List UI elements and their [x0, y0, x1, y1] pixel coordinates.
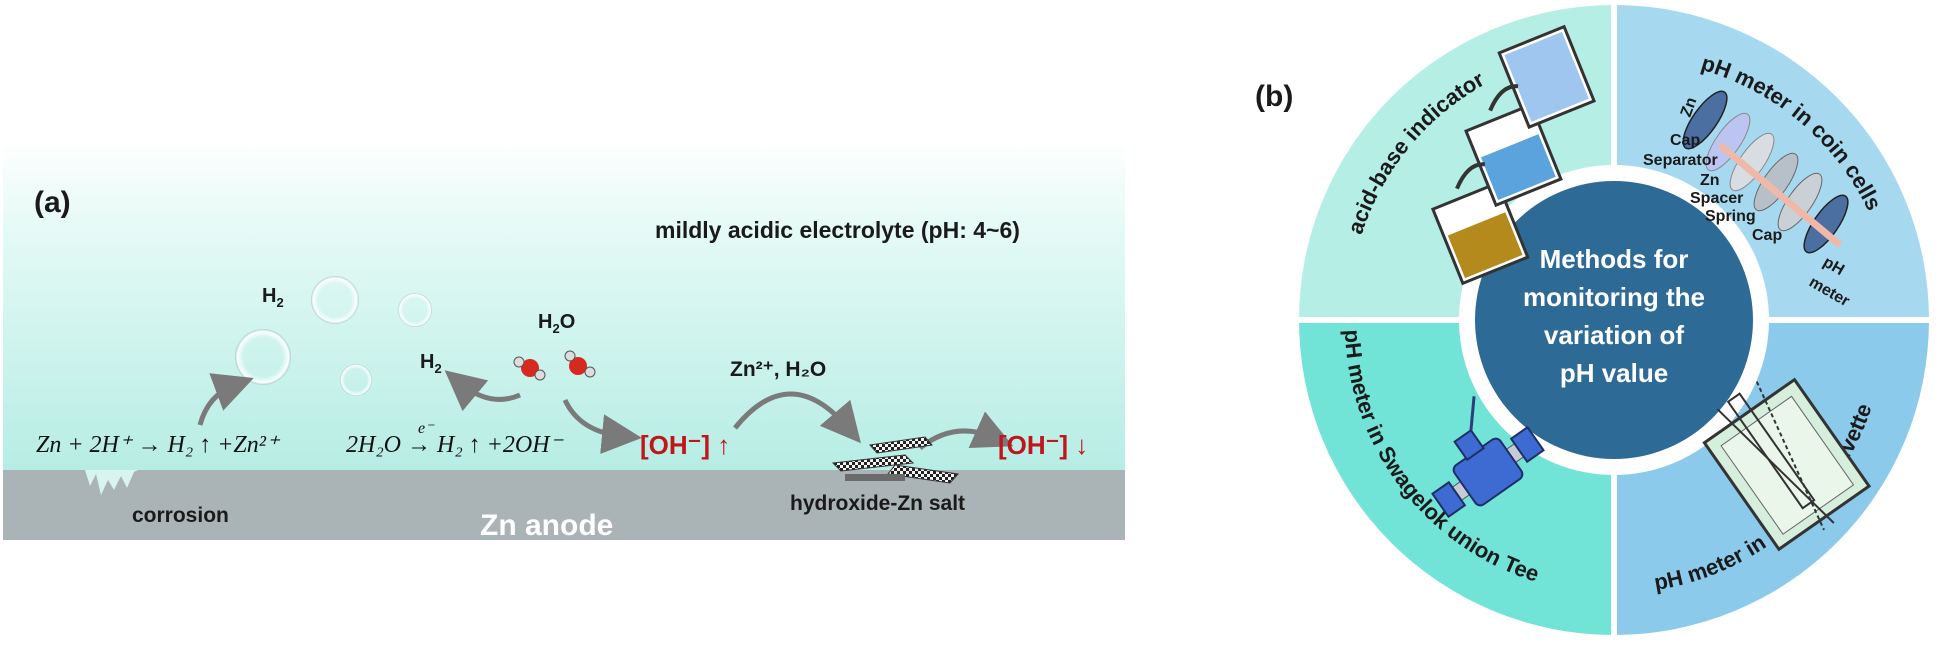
coin-part-zn2: Zn	[1700, 172, 1720, 189]
center-circle	[1475, 181, 1753, 459]
coin-part-cap2: Cap	[1752, 227, 1782, 244]
corrosion-pit	[85, 470, 138, 495]
panel-b: (b) Methods for monitoring the variation…	[1255, 5, 1929, 635]
arrow-to-oh	[562, 398, 642, 455]
arrow-to-salt	[733, 391, 861, 444]
hydroxide-zn-salt	[831, 436, 959, 484]
center-line-2: monitoring the	[1523, 282, 1705, 312]
panel-b-label: (b)	[1255, 80, 1293, 113]
h2-bubble	[311, 276, 359, 324]
h2o-label: H2O	[538, 311, 575, 336]
indicator-cuvettes	[1430, 24, 1597, 286]
electrolyte-region	[3, 140, 1125, 470]
panel-a: (a) mildly acidic electrolyte (pH: 4~6) …	[3, 140, 1125, 542]
anode-label: Zn anode	[480, 509, 613, 542]
center-line-1: Methods for	[1540, 244, 1689, 274]
panel-a-label: (a)	[34, 186, 71, 219]
water-molecule	[513, 356, 546, 381]
h2-bubble	[235, 329, 291, 385]
oh-decrease-label: [OH⁻] ↓	[998, 430, 1088, 460]
zn-h2o-label: Zn²⁺, H₂O	[730, 358, 826, 381]
center-line-4: pH value	[1560, 358, 1668, 388]
h2-top-label: H2	[262, 285, 284, 310]
coin-part-spring: Spring	[1705, 208, 1756, 225]
h2-mid-label: H2	[420, 351, 442, 376]
water-molecule	[564, 350, 596, 378]
coin-part-zn: Zn	[1678, 95, 1701, 119]
coin-cell-stack	[1682, 90, 1849, 254]
coin-part-separator: Separator	[1643, 152, 1718, 169]
coin-part-spacer: Spacer	[1690, 190, 1743, 207]
corrosion-equation: Zn + 2H⁺ → H₂ ↑ +Zn²⁺	[36, 432, 281, 458]
arrow-to-h2	[444, 370, 521, 412]
electron-label: e⁻	[418, 420, 435, 437]
h2-bubble	[398, 293, 432, 327]
uv-vis-cuvette	[1702, 377, 1872, 552]
swagelok-tee	[1431, 396, 1545, 519]
electrolyte-label: mildly acidic electrolyte (pH: 4~6)	[655, 217, 1020, 243]
salt-label: hydroxide-Zn salt	[790, 492, 965, 515]
oh-increase-label: [OH⁻] ↑	[640, 430, 730, 460]
center-line-3: variation of	[1544, 320, 1684, 350]
water-reduction-equation: 2H₂O → H₂ ↑ +2OH⁻	[346, 432, 565, 458]
h2-bubble	[340, 364, 372, 396]
corrosion-label: corrosion	[132, 504, 229, 527]
arrow-to-h2-bubble	[197, 373, 254, 426]
coin-part-cap: Cap	[1670, 132, 1700, 149]
